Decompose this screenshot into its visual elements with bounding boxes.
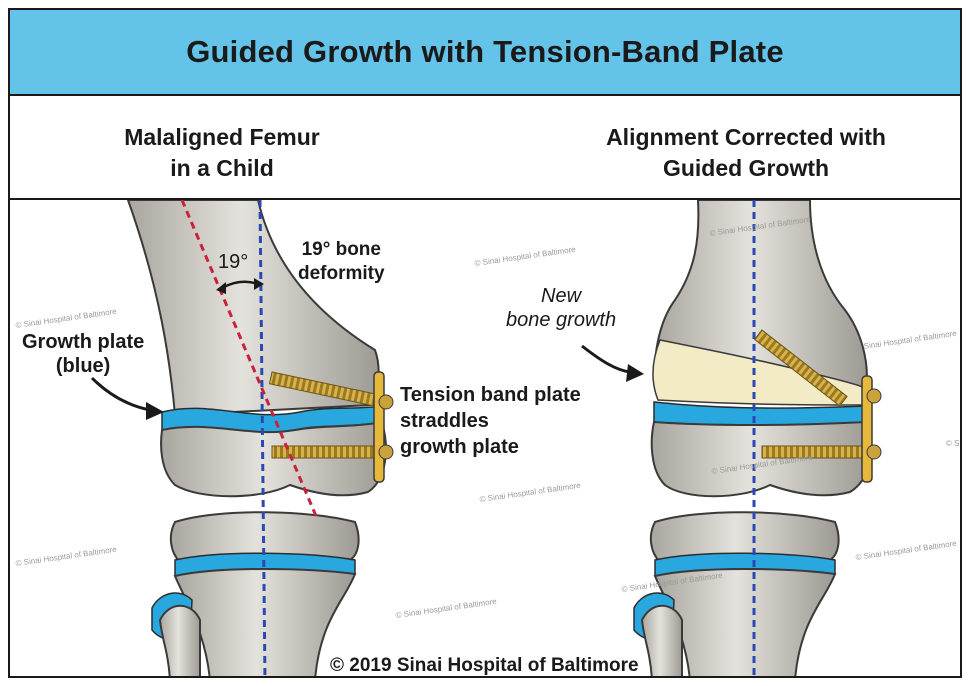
figure-title: Guided Growth with Tension-Band Plate [186, 34, 784, 69]
watermark: © Sinai Hospital of Baltimore [395, 597, 498, 620]
new-bone-growth-label: New bone growth [506, 285, 617, 331]
left-fibula [158, 604, 201, 676]
growth-plate-arrowhead [146, 402, 164, 420]
left-deformity-line [180, 200, 318, 517]
watermark: © Sinai Hospital of Baltimore [855, 329, 958, 352]
title-bar: Guided Growth with Tension-Band Plate [10, 10, 960, 96]
right-upper-screw [753, 329, 848, 407]
right-lower-screw [761, 445, 871, 459]
left-screw-head-lower [378, 444, 394, 460]
left-knee [90, 200, 394, 676]
angle-label: 19° [218, 251, 249, 273]
right-screw-head-upper [866, 388, 882, 404]
watermark: © Sinai Hospital of Baltimore [474, 245, 577, 268]
figure-frame: Guided Growth with Tension-Band Plate Ma… [8, 8, 962, 678]
right-tibia-plateau [649, 511, 840, 564]
new-bone-arrow [581, 344, 631, 374]
tension-plate-label: Tension band plate straddles growth plat… [400, 384, 581, 458]
angle-arrowhead-right [254, 278, 264, 290]
watermark: © S [946, 439, 959, 448]
right-knee [581, 200, 882, 676]
left-panel-heading: Malaligned Femur in a Child [124, 124, 320, 181]
left-femur-condyles [160, 420, 387, 498]
right-panel-heading: Alignment Corrected with Guided Growth [606, 124, 886, 181]
right-screw-head-lower [866, 444, 882, 460]
left-tension-plate [373, 371, 385, 483]
watermark: © Sinai Hospital of Baltimore [15, 545, 118, 568]
right-femur-condyles [650, 420, 872, 498]
new-bone-arrowhead [626, 364, 644, 382]
left-screw-head-upper [378, 394, 394, 410]
watermark: © Sinai Hospital of Baltimore [479, 481, 582, 504]
left-mechanical-axis-line [258, 200, 267, 676]
copyright-notice: © 2019 Sinai Hospital of Baltimore [330, 655, 639, 676]
growth-plate-label: Growth plate (blue) [22, 331, 145, 377]
watermark: © Sinai Hospital of Baltimore [855, 539, 958, 562]
angle-arrowhead-left [216, 282, 226, 294]
right-fibula [640, 604, 683, 676]
watermark: © Sinai Hospital of Baltimore [15, 307, 118, 330]
growth-plate-arrow [90, 376, 151, 412]
deformity-label: 19° bone deformity [298, 239, 385, 284]
illustration: © Sinai Hospital of Baltimore © Sinai Ho… [15, 200, 959, 676]
left-femur-shaft [126, 200, 380, 417]
panel-headings: Malaligned Femur in a Child Alignment Co… [10, 96, 960, 200]
